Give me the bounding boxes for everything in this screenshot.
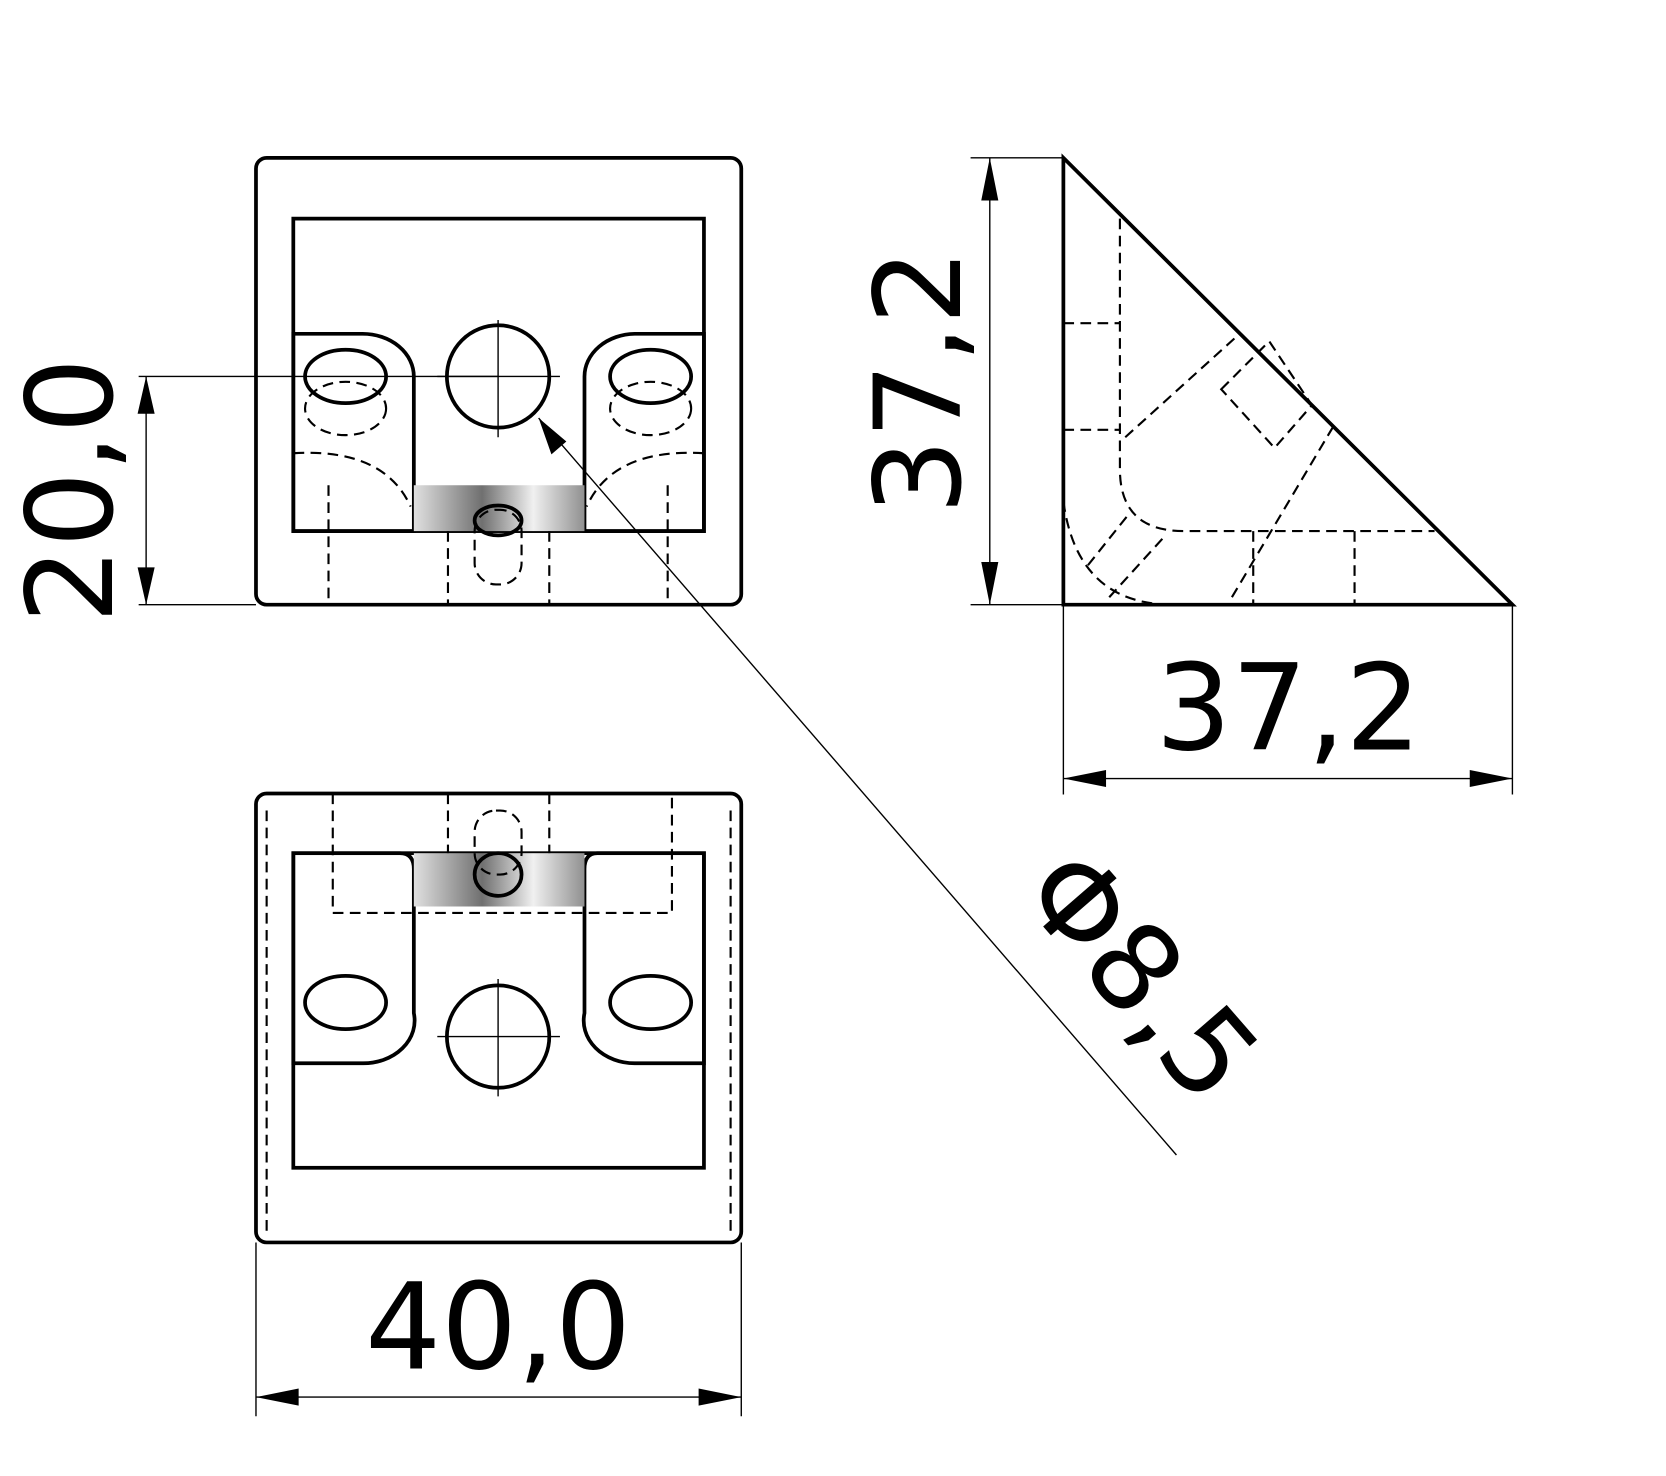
dimension-front-height: 20,0 xyxy=(2,358,499,624)
dimension-bottom-width: 40,0 xyxy=(255,1242,742,1417)
dimension-side-height: 37,2 xyxy=(850,157,1064,606)
dimension-label: 37,2 xyxy=(850,249,989,515)
dimension-label: Φ8,5 xyxy=(994,823,1285,1128)
dimension-label: 37,2 xyxy=(1155,640,1421,779)
dimension-label: 20,0 xyxy=(2,358,141,624)
dimension-side-width: 37,2 xyxy=(1062,604,1514,795)
bottom-view xyxy=(254,791,744,1245)
side-view xyxy=(1061,153,1517,607)
dimension-label: 40,0 xyxy=(365,1258,631,1397)
front-view xyxy=(254,155,744,607)
dimension-hole-diameter: Φ8,5 xyxy=(538,417,1285,1156)
